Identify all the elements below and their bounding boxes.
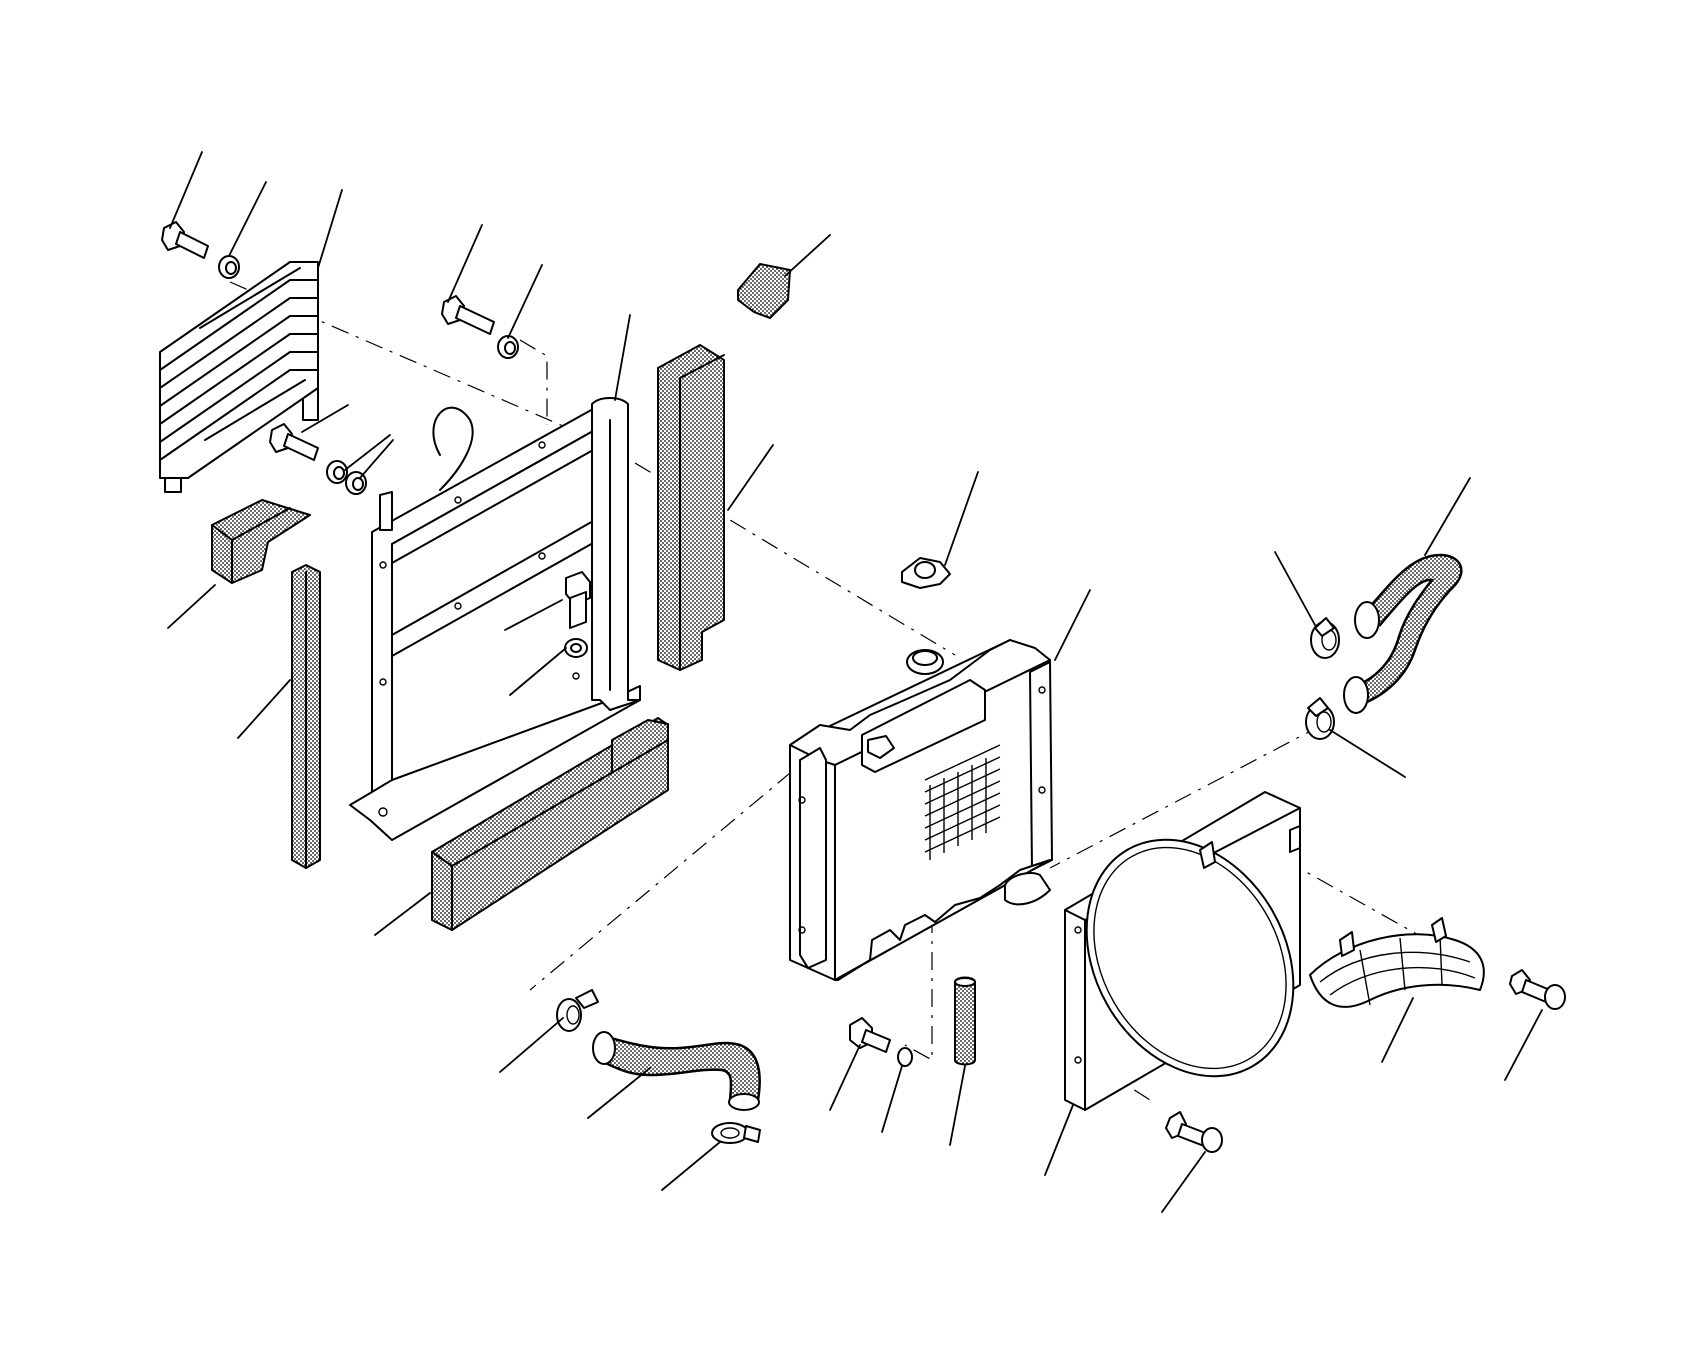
seal-small-block-icon	[211, 499, 311, 584]
washer-frame-inner-icon	[564, 638, 588, 680]
radiator-cap-icon	[901, 557, 951, 589]
bolt-lower-left-icon	[269, 423, 319, 461]
support-frame-icon	[349, 397, 641, 841]
upper-hose-clamp-top-icon	[1310, 617, 1340, 659]
lower-hose-clamp-left-icon	[556, 989, 599, 1032]
guard-bolt-icon	[1509, 969, 1566, 1010]
bolt-frame-inner-icon	[565, 571, 591, 629]
seal-vertical-strip-icon	[291, 564, 321, 869]
leader-lines	[167, 151, 1543, 1213]
upper-hose-icon	[1343, 553, 1463, 714]
bolt-top-left-icon	[161, 221, 209, 259]
radiator-icon	[789, 639, 1053, 981]
seal-tall-block-icon	[657, 344, 725, 671]
seal-corner-piece-icon	[737, 263, 791, 319]
drain-plug-icon	[849, 1017, 891, 1053]
fan-guard-icon	[1309, 917, 1485, 1008]
lower-hose-icon	[592, 1031, 761, 1111]
drain-plug-washer-icon	[897, 1047, 913, 1067]
oil-cooler-icon	[159, 261, 319, 493]
bolt-frame-top-icon	[441, 295, 495, 335]
shroud-bolt-icon	[1165, 1111, 1223, 1153]
lower-hose-clamp-bottom-icon	[711, 1122, 761, 1144]
seal-lower-block-icon	[431, 717, 669, 931]
fan-shroud-icon	[1064, 791, 1301, 1111]
drain-tube-icon	[954, 976, 976, 1066]
washer-frame-top-icon	[497, 335, 519, 359]
upper-hose-clamp-bottom-icon	[1305, 697, 1335, 740]
washer-top-left-icon	[218, 255, 240, 279]
